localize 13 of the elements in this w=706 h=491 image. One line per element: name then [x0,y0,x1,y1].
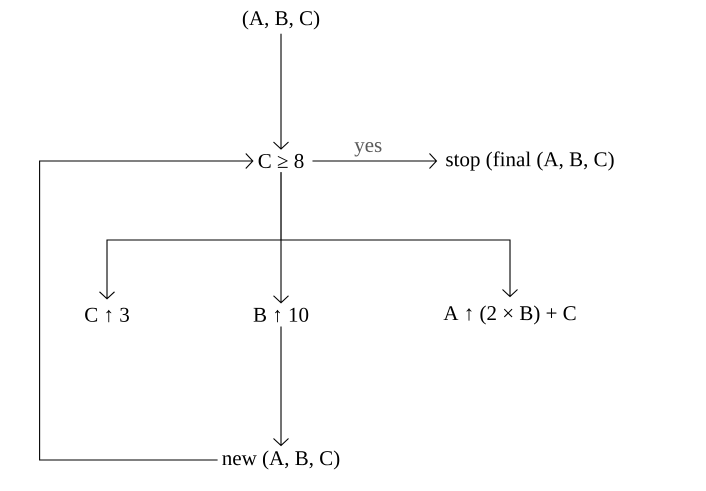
step-text: C ≥ 8 [258,154,304,168]
step-text: C ↑ 3 [85,308,129,322]
step-text: new (A, B, C) [222,450,340,470]
arrow [273,34,289,150]
arrow [39,153,254,461]
arrow [280,172,518,298]
edge-label: yes [354,142,382,156]
step-text: B ↑ 10 [254,308,308,322]
arrow [273,326,289,446]
arrow [312,153,438,169]
step-text: (A, B, C) [242,10,320,30]
step-text: stop (final (A, B, C) [446,151,614,171]
step-text: A ↑ (2 × B) + C [444,305,576,325]
